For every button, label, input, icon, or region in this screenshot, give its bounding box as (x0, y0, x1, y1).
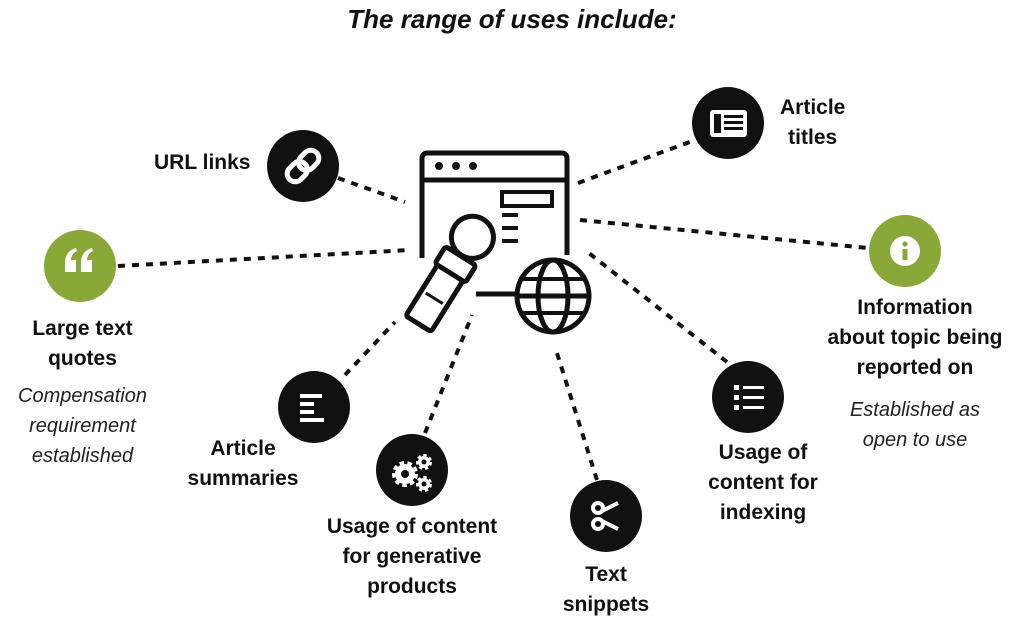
label-line: reported on (856, 356, 974, 379)
connector-text-snippets (554, 349, 599, 481)
central-illustration (404, 150, 592, 335)
label-article-summaries: Article summaries (178, 434, 308, 494)
label-line: Large text (32, 317, 133, 340)
label-line: products (367, 575, 457, 598)
note-line: established (31, 445, 134, 467)
note-information-topic: Established as open to use (810, 395, 1020, 455)
label-line: quotes (48, 347, 117, 370)
quote-icon (65, 248, 93, 272)
list-icon (734, 385, 764, 410)
node-large-text-quotes (44, 230, 116, 302)
connector-content-indexing (583, 248, 729, 364)
label-text-snippets: Text snippets (546, 560, 666, 620)
scissors-icon (591, 501, 619, 531)
label-article-titles: Article titles (780, 93, 845, 153)
connector-url-links (337, 176, 406, 204)
label-url-links: URL links (154, 148, 250, 178)
label-line: summaries (187, 467, 299, 490)
label-generative-products: Usage of content for generative products (312, 512, 512, 602)
note-line: Compensation (18, 385, 147, 407)
summary-lines-icon (300, 394, 324, 422)
connector-article-summaries (343, 320, 397, 377)
label-line: Information (857, 296, 973, 319)
label-line: snippets (562, 593, 650, 616)
note-large-text-quotes: Compensation requirement established (0, 381, 165, 471)
label-line: Text (585, 563, 627, 586)
diagram-title: The range of uses include: (347, 4, 677, 34)
label-line: titles (788, 126, 838, 149)
connector-large-text-quotes (117, 248, 411, 268)
label-large-text-quotes: Large text quotes (0, 314, 165, 374)
microphone-icon (404, 213, 496, 334)
label-line: Article (210, 437, 276, 460)
node-article-summaries (278, 371, 350, 443)
label-line: URL links (154, 151, 251, 174)
info-icon (890, 236, 920, 266)
node-text-snippets (570, 480, 642, 552)
connector-article-titles (577, 138, 696, 185)
label-line: indexing (719, 501, 807, 524)
label-line: Usage of (718, 441, 808, 464)
label-line: Article (780, 96, 846, 119)
label-line: for generative (342, 545, 482, 568)
browser-window-icon (419, 150, 570, 258)
label-line: Usage of content (326, 515, 498, 538)
label-content-indexing: Usage of content for indexing (693, 438, 833, 528)
note-line: requirement (29, 415, 136, 437)
newspaper-icon (710, 110, 747, 137)
connector-information-topic (579, 218, 869, 250)
label-line: about topic being (827, 326, 1003, 349)
note-line: open to use (862, 429, 968, 451)
note-line: Established as (849, 399, 981, 421)
label-line: content for (708, 471, 818, 494)
gears-icon (392, 454, 432, 492)
label-information-topic: Information about topic being reported o… (810, 293, 1020, 383)
globe-icon (514, 257, 592, 335)
